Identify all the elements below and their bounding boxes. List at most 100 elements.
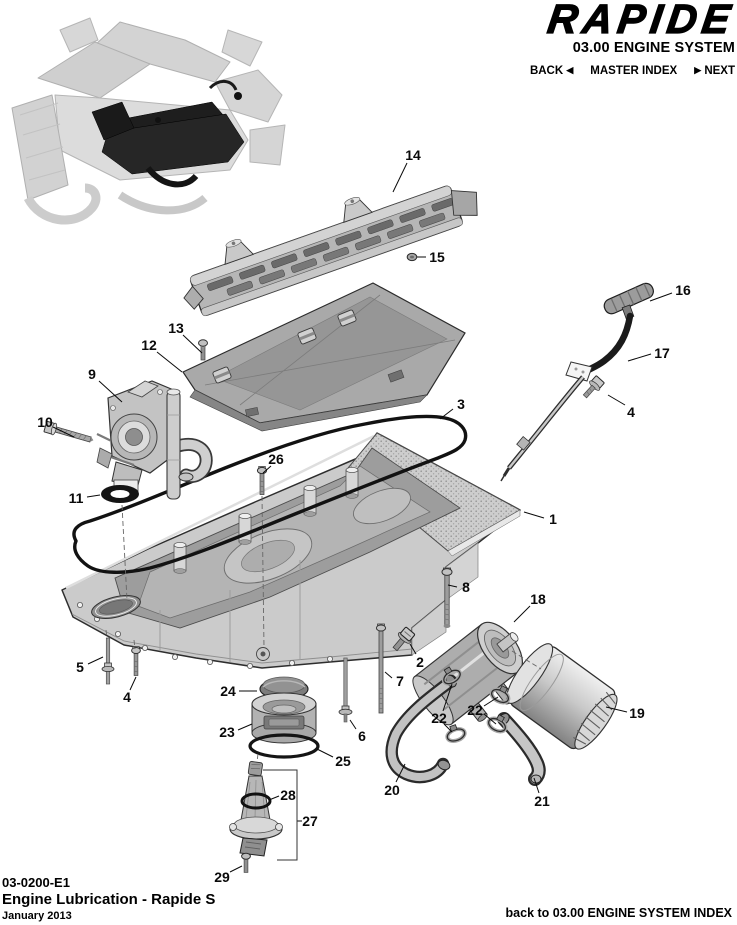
leader-line-16: [649, 292, 673, 302]
leader-line-1: [523, 511, 545, 519]
bolt-4-right-illustration: [582, 375, 605, 399]
part-11-o-ring-illustration: [101, 485, 139, 503]
leader-line-10: [52, 426, 75, 438]
callout-24: 24: [220, 683, 236, 699]
callout-22: 22: [431, 710, 447, 726]
callout-7: 7: [396, 673, 404, 689]
callout-16: 16: [675, 282, 691, 298]
bolt-13-illustration: [198, 339, 208, 361]
callout-20: 20: [384, 782, 400, 798]
callout-15: 15: [429, 249, 445, 265]
callout-18: 18: [530, 591, 546, 607]
leader-line-28: [268, 795, 280, 801]
part-27-oil-level-sensor-illustration: [229, 761, 283, 857]
callout-8: 8: [462, 579, 470, 595]
section-title: 03.00 ENGINE SYSTEM: [572, 40, 735, 56]
sensor-group-bracket: [263, 769, 298, 861]
leader-line-22: [443, 723, 453, 733]
callout-3: 3: [457, 396, 465, 412]
bolt-15-illustration: [406, 252, 418, 262]
leader-line-4: [129, 676, 137, 691]
bolt-6-illustration: [338, 657, 353, 723]
leader-line-13: [182, 334, 203, 354]
leader-line-5: [87, 656, 104, 665]
publication-date: January 2013: [2, 910, 72, 922]
leader-line-22: [483, 713, 497, 725]
page-title: Engine Lubrication - Rapide S: [2, 891, 216, 908]
nav-back-link[interactable]: BACK ◀: [529, 65, 574, 77]
leader-line-25: [316, 748, 334, 758]
brand-logo: RAPIDE: [544, 0, 737, 43]
leader-line-17: [627, 353, 652, 362]
callout-29: 29: [214, 869, 230, 885]
callout-5: 5: [76, 659, 84, 675]
leader-line-26: [262, 465, 272, 474]
page-header: RAPIDE 03.00 ENGINE SYSTEM BACK ◀ MASTER…: [530, 0, 737, 77]
part-25-o-ring-illustration: [248, 733, 320, 759]
callout-11: 11: [69, 490, 84, 506]
part-14-baffle-cover-illustration: [183, 185, 478, 317]
callout-13: 13: [168, 320, 184, 336]
leader-line-2: [409, 643, 417, 655]
part-3-gasket-illustration: [72, 414, 468, 574]
part-19-oil-filter-illustration: [506, 643, 618, 750]
part-1-oil-pan-illustration: [61, 432, 522, 670]
part-23-filter-element-illustration: [251, 692, 317, 744]
leader-line-19: [605, 706, 628, 713]
bolt-10-illustration: [43, 420, 94, 443]
leader-line-18: [513, 605, 531, 623]
nav-next-link[interactable]: ▶ NEXT: [694, 65, 735, 77]
footer-index-link[interactable]: back to 03.00 ENGINE SYSTEM INDEX: [505, 906, 732, 920]
leader-line-22: [442, 683, 453, 712]
leader-line-21: [533, 777, 540, 794]
callout-21: 21: [534, 793, 550, 809]
callout-28: 28: [280, 787, 296, 803]
part-12-windage-tray-illustration: [182, 282, 466, 432]
callout-17: 17: [654, 345, 670, 361]
leader-line-20: [395, 763, 406, 783]
callout-4: 4: [627, 404, 635, 420]
callout-10: 10: [37, 414, 53, 430]
leader-line-12: [156, 351, 183, 373]
leader-line-6: [349, 719, 357, 730]
part-28-o-ring-illustration: [240, 792, 272, 810]
next-arrow-icon: ▶: [694, 65, 702, 75]
footer-left: 03-0200-E1 Engine Lubrication - Rapide S…: [2, 875, 215, 922]
callout-25: 25: [335, 753, 351, 769]
leader-line-7: [384, 671, 393, 679]
bolt-7-illustration: [375, 623, 387, 714]
callout-19: 19: [629, 705, 645, 721]
leader-line-22: [483, 696, 499, 707]
bolt-8-illustration: [441, 567, 453, 628]
callout-9: 9: [88, 366, 96, 382]
document-number: 03-0200-E1: [2, 875, 70, 890]
part-9-oil-pump-illustration: [96, 380, 213, 500]
bolt-29-illustration: [241, 852, 251, 873]
back-arrow-icon: ◀: [566, 65, 574, 75]
callout-1: 1: [549, 511, 557, 527]
callout-2: 2: [416, 654, 424, 670]
leader-line-8: [447, 584, 458, 588]
page-navigation: BACK ◀ MASTER INDEX ▶ NEXT: [530, 65, 735, 77]
bolt-4-left-illustration: [131, 646, 141, 676]
leader-line-29: [229, 865, 243, 873]
part-22-clamps-illustration: [441, 666, 511, 744]
leader-line-11: [86, 494, 101, 498]
part-18-oil-cooler-illustration: [412, 621, 523, 726]
callout-14: 14: [405, 147, 421, 163]
callout-27: 27: [302, 813, 318, 829]
callout-12: 12: [141, 337, 157, 353]
alignment-dashes: [105, 495, 542, 763]
leader-line-3: [439, 408, 454, 420]
callout-6: 6: [358, 728, 366, 744]
callout-23: 23: [219, 724, 235, 740]
leader-line-14: [392, 162, 408, 193]
callout-4: 4: [123, 689, 131, 705]
nav-master-index-link[interactable]: MASTER INDEX: [590, 65, 678, 77]
callout-22: 22: [467, 702, 483, 718]
bolt-2-illustration: [392, 626, 416, 652]
leader-line-9: [98, 380, 123, 403]
